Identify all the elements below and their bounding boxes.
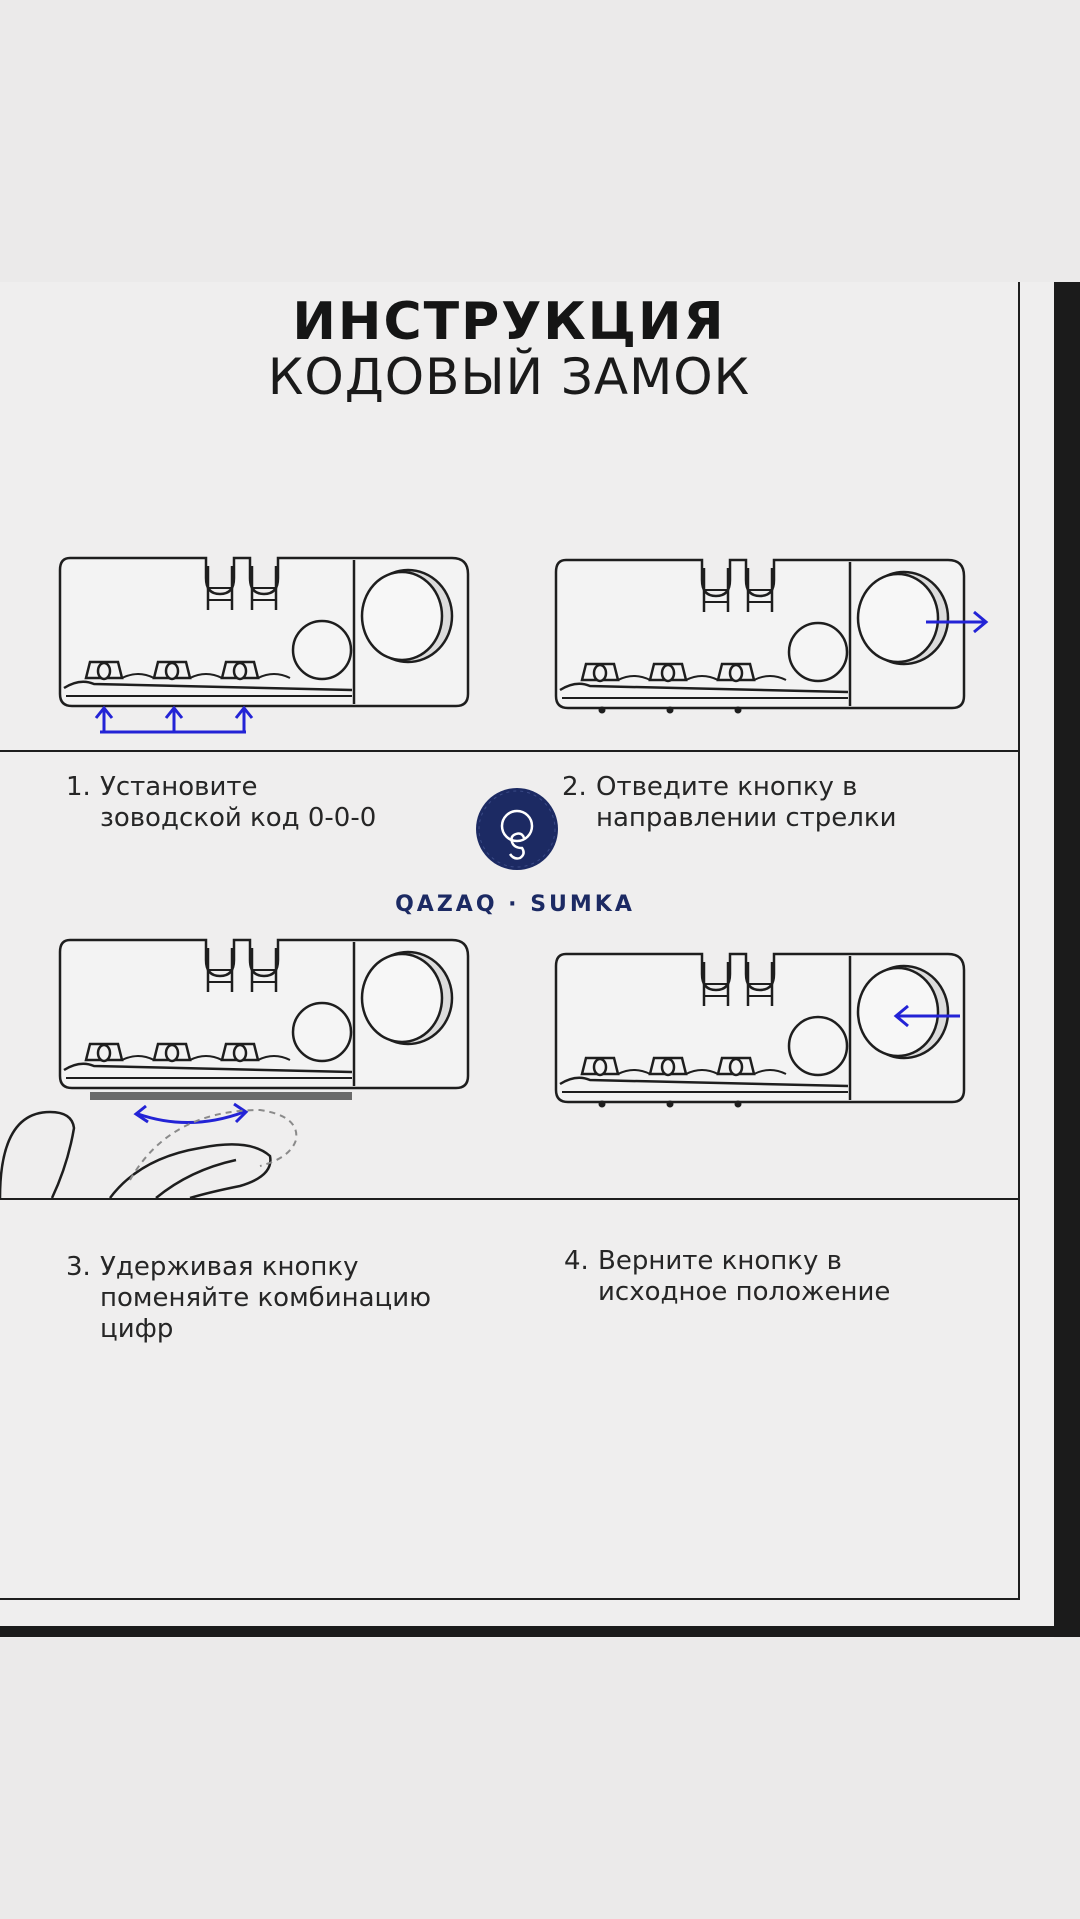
arrow-right-icon: [926, 610, 989, 634]
arrow-up-icon: [94, 705, 254, 734]
sheet-frame: [0, 282, 1020, 1600]
step-1: 1. Установите зоводской код 0-0-0: [66, 772, 376, 834]
step-text: Верните кнопку в исходное положение: [598, 1246, 891, 1307]
lock-illustration-step-2: [554, 558, 989, 714]
brand-name: QAZAQ · SUMKA: [395, 892, 635, 917]
curved-arrow-icon: [133, 1102, 249, 1125]
combination-lock-icon: [58, 938, 470, 1090]
divider-1: [0, 750, 1018, 752]
sheet-shadow-right: [1054, 282, 1080, 1637]
step-number: 2.: [562, 772, 587, 802]
step-number: 3.: [66, 1252, 91, 1282]
finger-icon: [0, 1110, 272, 1200]
step-text: Удерживая кнопку поменяйте комбинацию ци…: [100, 1252, 432, 1344]
step-3: 3. Удерживая кнопку поменяйте комбинацию…: [66, 1252, 431, 1345]
combination-lock-icon: [58, 556, 470, 708]
combination-lock-icon: [554, 952, 966, 1104]
sheet-shadow-bottom: [0, 1626, 1080, 1637]
step-2: 2. Отведите кнопку в направлении стрелки: [562, 772, 897, 834]
page-title: ИНСТРУКЦИЯ: [292, 292, 726, 352]
step-4: 4. Верните кнопку в исходное положение: [564, 1246, 890, 1308]
qs-monogram-icon: [478, 790, 556, 868]
arrow-left-icon: [893, 1004, 960, 1028]
step-text: Установите зоводской код 0-0-0: [100, 772, 377, 833]
page-subtitle: КОДОВЫЙ ЗАМОК: [267, 348, 751, 406]
combination-lock-icon: [554, 558, 966, 710]
lock-illustration-step-3: [0, 938, 470, 1200]
step-number: 1.: [66, 772, 91, 802]
step-number: 4.: [564, 1246, 589, 1276]
brand-logo: [476, 788, 558, 870]
step-text: Отведите кнопку в направлении стрелки: [596, 772, 897, 833]
lock-illustration-step-4: [554, 952, 966, 1108]
lock-illustration-step-1: [58, 556, 470, 734]
divider-2: [0, 1198, 1018, 1200]
